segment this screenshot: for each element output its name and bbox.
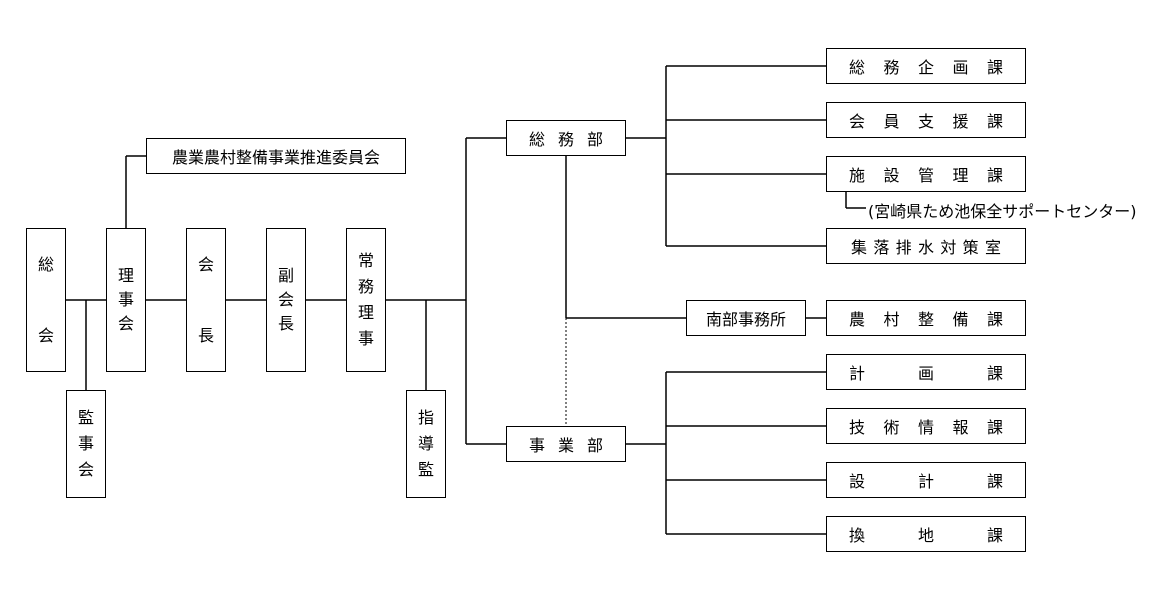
char: 課 — [986, 364, 1003, 383]
nanbu-office-label: 南部事務所 — [705, 310, 786, 329]
char: 理 — [117, 266, 134, 285]
char: 施 — [849, 166, 866, 185]
char: 落 — [873, 238, 890, 257]
char: 術 — [883, 418, 900, 437]
char: 会 — [197, 254, 214, 274]
char: 管 — [917, 166, 934, 185]
char: 画 — [952, 58, 969, 77]
box-rijikai: 理 事 会 — [106, 228, 146, 372]
char: 会 — [37, 325, 54, 345]
char: 課 — [986, 112, 1003, 131]
char: 課 — [986, 472, 1003, 491]
char: 課 — [986, 166, 1003, 185]
char: 指 — [417, 408, 434, 427]
char: 村 — [883, 310, 900, 329]
char: 部 — [586, 130, 603, 149]
char: 報 — [952, 418, 969, 437]
box-sekkei: 設 計 課 — [826, 462, 1026, 498]
char: 課 — [986, 418, 1003, 437]
box-kaiin-shien: 会 員 支 援 課 — [826, 102, 1026, 138]
box-soukai: 総 会 — [26, 228, 66, 372]
box-kantokai: 監 事 会 — [66, 390, 106, 498]
char: 総 — [529, 130, 546, 149]
box-jomuriji: 常 務 理 事 — [346, 228, 386, 372]
char: 務 — [357, 277, 374, 296]
char: 副 — [277, 266, 294, 285]
char: 常 — [357, 251, 374, 270]
box-somu-kikaku: 総 務 企 画 課 — [826, 48, 1026, 84]
char: 事 — [117, 290, 134, 309]
char: 援 — [952, 112, 969, 131]
char: 課 — [986, 58, 1003, 77]
char: 排 — [895, 238, 912, 257]
char: 員 — [883, 112, 900, 131]
char: 課 — [986, 310, 1003, 329]
char: 換 — [849, 526, 866, 545]
char: 長 — [277, 314, 294, 333]
char: 会 — [77, 460, 94, 479]
char: 策 — [962, 238, 979, 257]
char: 理 — [357, 303, 374, 322]
char: 設 — [883, 166, 900, 185]
char: 整 — [917, 310, 934, 329]
char: 務 — [557, 130, 574, 149]
char: 計 — [917, 472, 934, 491]
box-shisetsu-kanri: 施 設 管 理 課 — [826, 156, 1026, 192]
char: 理 — [952, 166, 969, 185]
box-somubu: 総 務 部 — [506, 120, 626, 156]
char: 支 — [917, 112, 934, 131]
committee-label: 農業農村整備事業推進委員会 — [171, 148, 380, 167]
box-keikaku: 計 画 課 — [826, 354, 1026, 390]
char: 部 — [586, 436, 603, 455]
char: 設 — [849, 472, 866, 491]
char: 総 — [37, 254, 54, 274]
char: 画 — [917, 364, 934, 383]
char: 対 — [940, 238, 957, 257]
char: 地 — [917, 526, 934, 545]
char: 務 — [883, 58, 900, 77]
char: 業 — [557, 436, 574, 455]
box-shidokan: 指 導 監 — [406, 390, 446, 498]
shisetsu-note: (宮崎県ため池保全サポートセンター) — [868, 202, 1137, 221]
char: 農 — [849, 310, 866, 329]
char: 長 — [197, 325, 214, 345]
char: 技 — [849, 418, 866, 437]
char: 会 — [277, 290, 294, 309]
box-kaicho: 会 長 — [186, 228, 226, 372]
box-jigyobu: 事 業 部 — [506, 426, 626, 462]
char: 事 — [77, 434, 94, 453]
char: 企 — [917, 58, 934, 77]
box-fukukaicho: 副 会 長 — [266, 228, 306, 372]
box-gijutsu-joho: 技 術 情 報 課 — [826, 408, 1026, 444]
char: 集 — [851, 238, 868, 257]
box-noson-seibi: 農 村 整 備 課 — [826, 300, 1026, 336]
char: 導 — [417, 434, 434, 453]
box-nanbu-office: 南部事務所 — [686, 300, 806, 336]
char: 水 — [917, 238, 934, 257]
char: 監 — [417, 460, 434, 479]
char: 室 — [984, 238, 1001, 257]
char: 計 — [849, 364, 866, 383]
box-shuraku-haisui: 集 落 排 水 対 策 室 — [826, 228, 1026, 264]
char: 監 — [77, 408, 94, 427]
char: 事 — [357, 329, 374, 348]
char: 事 — [529, 436, 546, 455]
box-kanchi: 換 地 課 — [826, 516, 1026, 552]
char: 課 — [986, 526, 1003, 545]
char: 総 — [849, 58, 866, 77]
char: 備 — [952, 310, 969, 329]
box-committee: 農業農村整備事業推進委員会 — [146, 138, 406, 174]
char: 会 — [117, 314, 134, 333]
char: 情 — [917, 418, 934, 437]
char: 会 — [849, 112, 866, 131]
